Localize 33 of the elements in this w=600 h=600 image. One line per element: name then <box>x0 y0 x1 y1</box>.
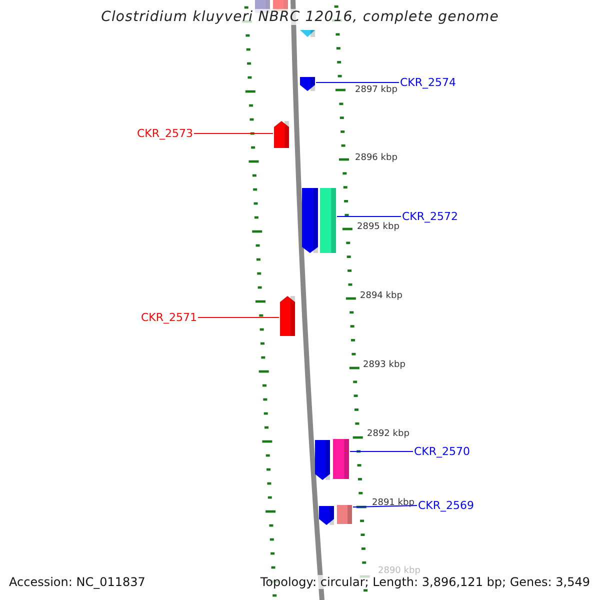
gene-marker <box>300 30 315 37</box>
scale-label: 2895 kbp <box>357 222 400 233</box>
gene-label: CKR_2569 <box>418 499 474 512</box>
gene-block <box>315 440 330 480</box>
scale-label: 2890 kbp <box>378 566 420 576</box>
gene-bar <box>337 505 352 524</box>
footer-text: Topology: circular; Length: 3,896,121 bp; Genes: 3,549 <box>260 575 590 589</box>
scale-label: 2893 kbp <box>363 360 406 371</box>
gene-label: CKR_2573 <box>136 127 193 140</box>
gene-block <box>280 296 295 336</box>
title: Clostridium kluyveri NBRC 12016, complete genome <box>99 9 501 25</box>
leader-line <box>316 82 400 83</box>
gene-bar <box>333 439 349 479</box>
gene-block <box>302 188 318 253</box>
gene-label: CKR_2571 <box>140 311 197 324</box>
leader-line <box>198 317 280 318</box>
scale-label: 2892 kbp <box>367 429 410 440</box>
gene-block <box>300 77 315 91</box>
leader-line <box>350 451 414 452</box>
footer-text: Accession: NC_011837 <box>9 575 146 589</box>
scale-label: 2894 kbp <box>360 291 402 302</box>
leader-line <box>352 505 418 508</box>
gene-block <box>274 121 289 148</box>
gene-label: CKR_2572 <box>402 210 458 223</box>
leader-line <box>194 133 274 134</box>
scale-label: 2896 kbp <box>355 153 398 164</box>
scale-label: 2891 kbp <box>372 498 414 509</box>
gene-label: CKR_2570 <box>414 445 470 458</box>
scale-label: 2897 kbp <box>355 85 398 96</box>
leader-line <box>336 216 402 217</box>
gene-bar <box>320 188 336 253</box>
gene-block <box>319 506 334 525</box>
gene-label: CKR_2574 <box>400 76 456 89</box>
